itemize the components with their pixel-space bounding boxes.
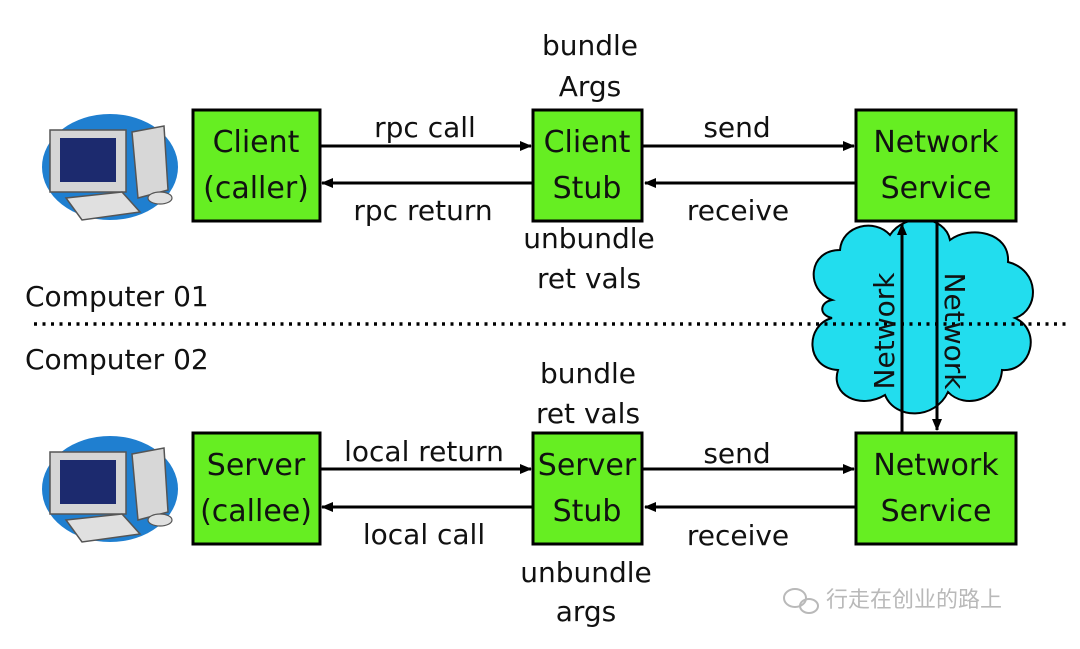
server-box-line-2: (callee) <box>200 494 312 529</box>
network-service-top-box: Network Service <box>854 108 1018 223</box>
network-cloud <box>811 218 1034 415</box>
receive-bottom-label: receive <box>687 519 789 552</box>
rpc-call-label: rpc call <box>374 111 476 144</box>
bottom-below-stub-line-1: unbundle <box>520 556 652 589</box>
server-box-line-1: Server <box>207 448 306 483</box>
server-box: Server (callee) <box>191 431 322 546</box>
network-label-left: Network <box>868 272 901 390</box>
local-call-label: local call <box>363 518 485 551</box>
server-stub-box: Server Stub <box>531 431 644 546</box>
watermark-text: 行走在创业的路上 <box>826 588 1002 613</box>
local-return-label: local return <box>344 435 504 468</box>
receive-top-label: receive <box>687 194 789 227</box>
computer-01-icon <box>42 114 178 221</box>
network-service-bottom-box: Network Service <box>854 431 1018 546</box>
bottom-below-stub-line-2: args <box>556 595 617 628</box>
network-service-top-line-1: Network <box>873 125 999 160</box>
network-service-bottom-line-2: Service <box>881 494 992 529</box>
top-above-stub-line-2: Args <box>559 70 622 103</box>
send-bottom-label: send <box>703 437 770 470</box>
network-label-right: Network <box>938 273 971 391</box>
top-below-stub-line-2: ret vals <box>537 262 641 295</box>
computer-02-label: Computer 02 <box>25 343 209 376</box>
rpc-return-label: rpc return <box>353 194 492 227</box>
network-service-top-line-2: Service <box>881 171 992 206</box>
send-top-label: send <box>703 111 770 144</box>
watermark: 行走在创业的路上 <box>783 588 1002 614</box>
top-above-stub-line-1: bundle <box>542 29 638 62</box>
bottom-above-stub-line-1: bundle <box>540 357 636 390</box>
client-stub-line-2: Stub <box>553 171 622 206</box>
computer-01-label: Computer 01 <box>25 280 209 313</box>
bottom-above-stub-line-2: ret vals <box>536 397 640 430</box>
network-service-bottom-line-1: Network <box>873 448 999 483</box>
client-box: Client (caller) <box>191 108 322 223</box>
server-stub-line-2: Stub <box>553 494 622 529</box>
client-stub-box: Client Stub <box>531 108 644 223</box>
wechat-icon <box>783 588 819 614</box>
computer-02-icon <box>42 436 178 543</box>
client-stub-line-1: Client <box>544 125 631 160</box>
top-below-stub-line-1: unbundle <box>523 222 655 255</box>
client-box-line-2: (caller) <box>203 171 309 206</box>
server-stub-line-1: Server <box>538 448 637 483</box>
client-box-line-1: Client <box>213 125 300 160</box>
